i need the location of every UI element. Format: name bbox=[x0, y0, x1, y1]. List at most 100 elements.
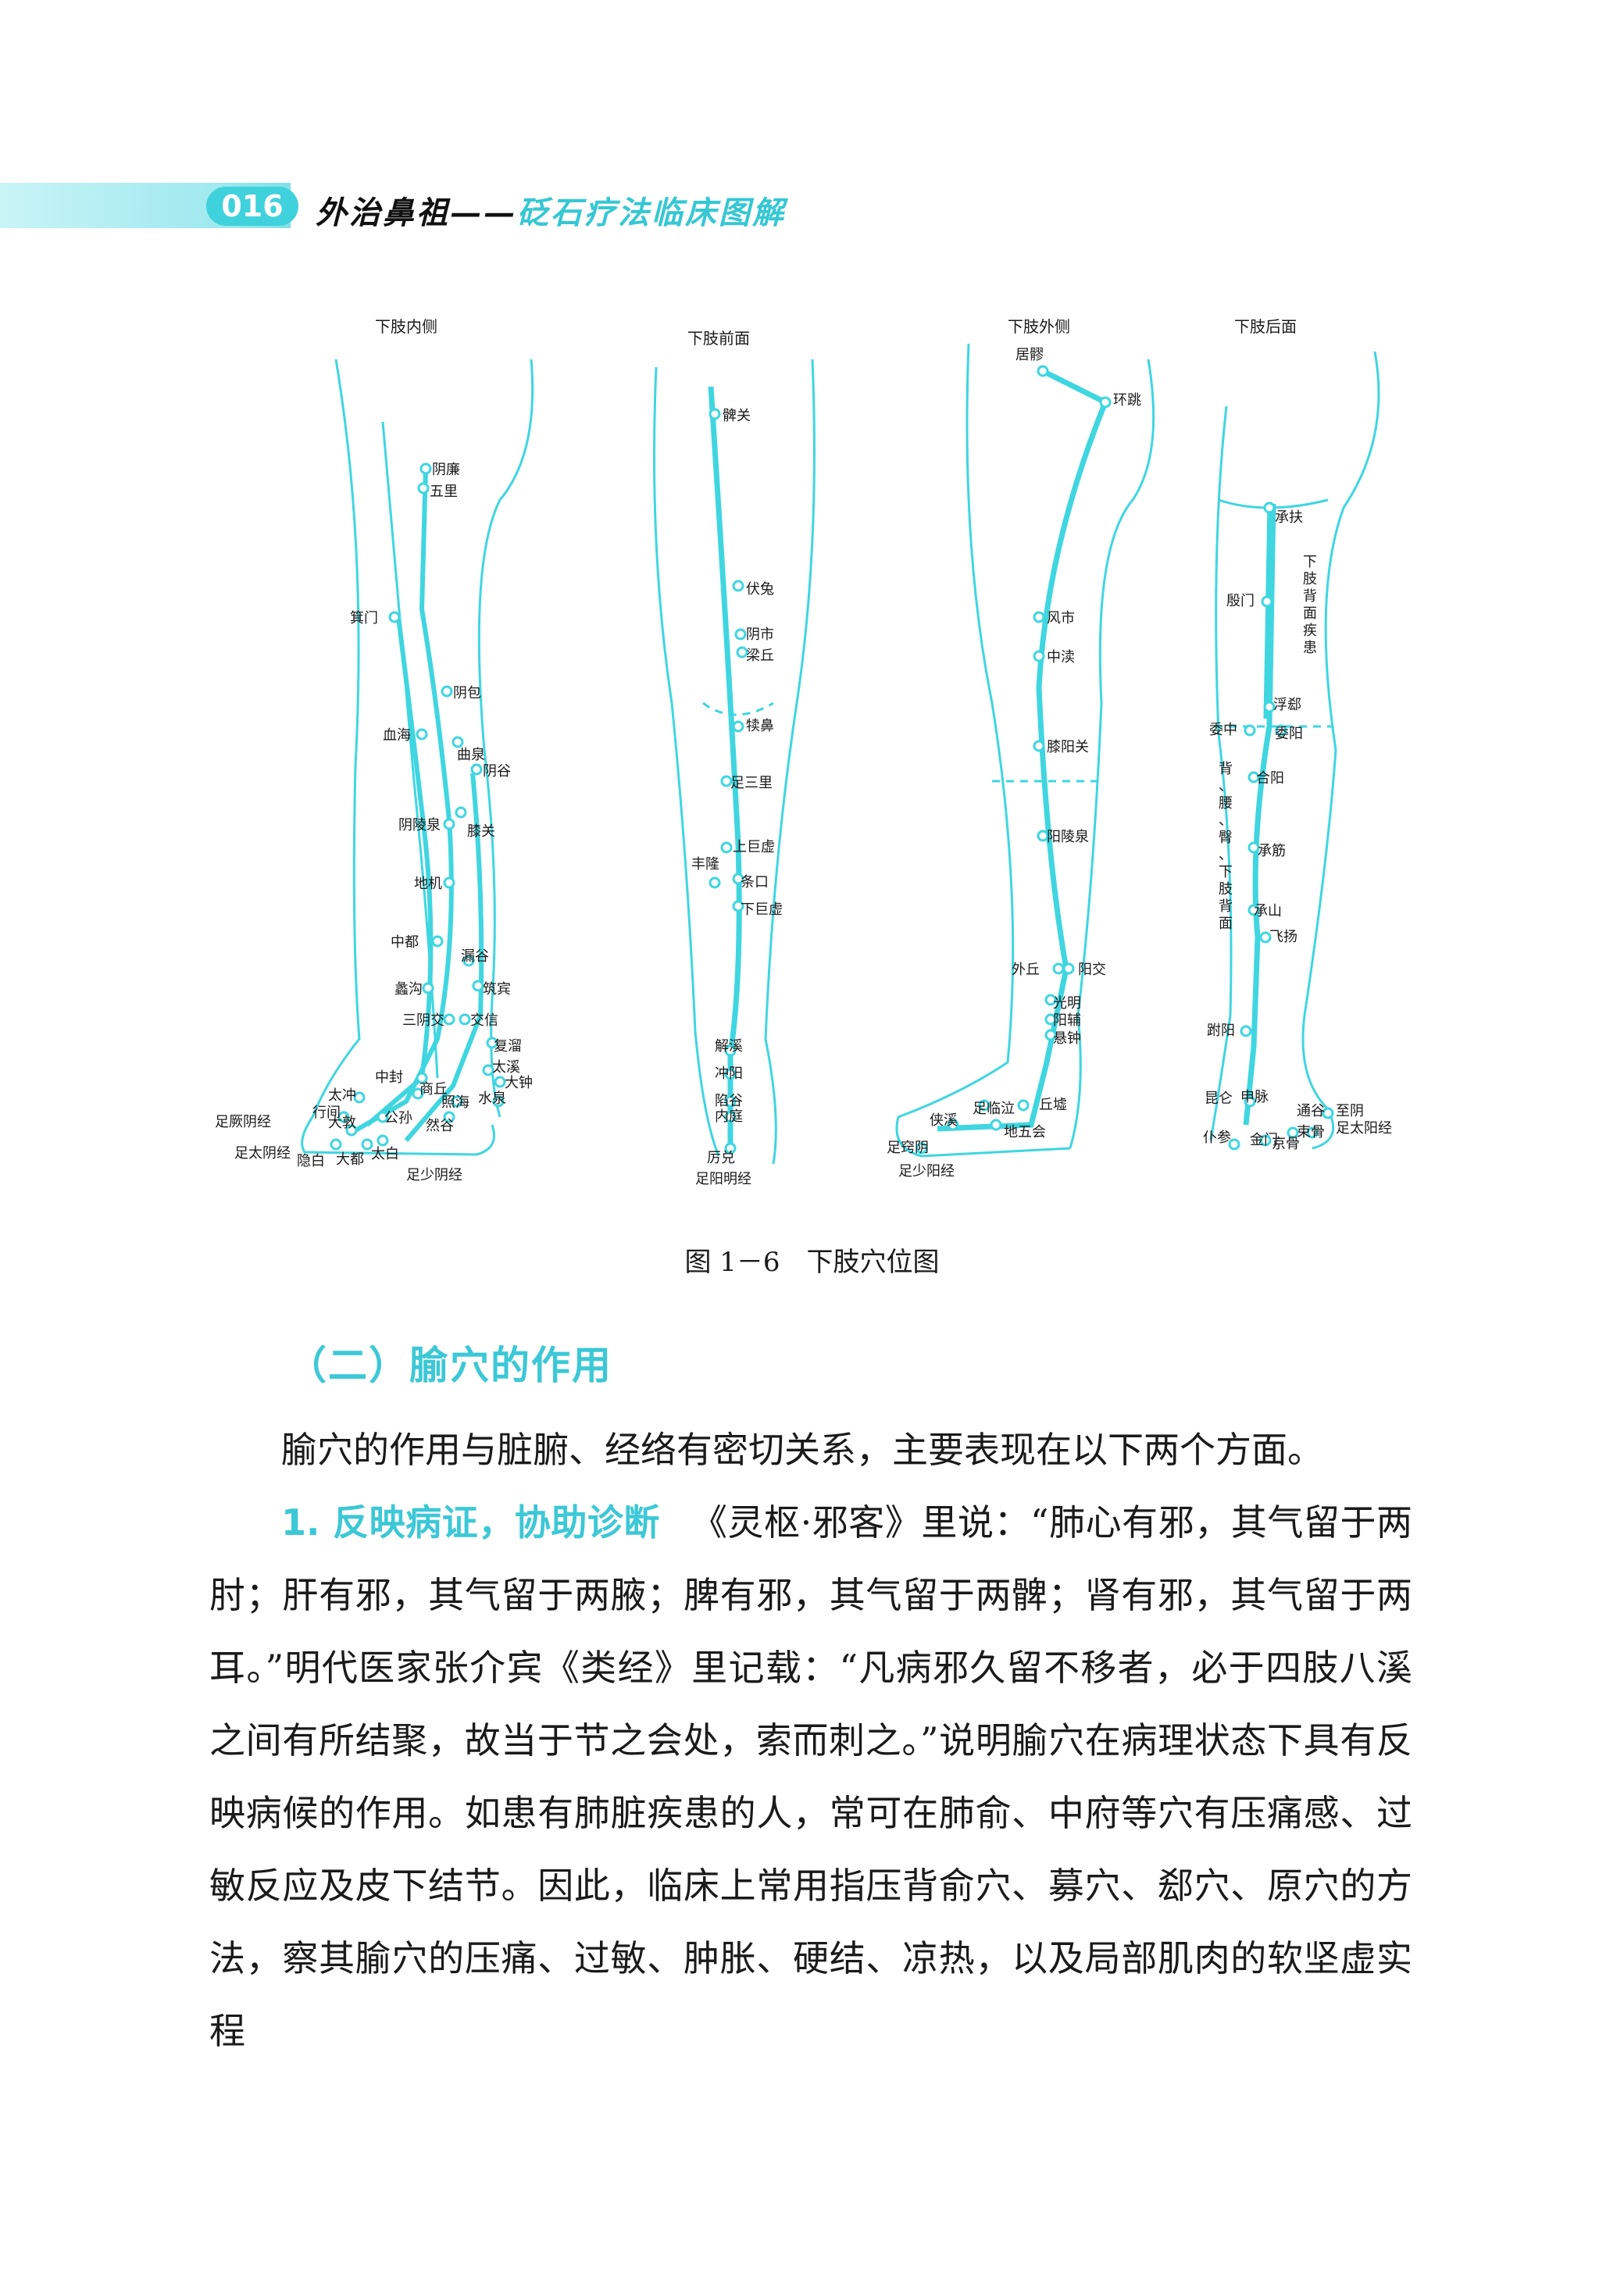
panel1-label: 行间 bbox=[312, 1105, 341, 1121]
acupoint-dot bbox=[1052, 962, 1065, 975]
panel1-label: 太溪 bbox=[492, 1059, 520, 1076]
panel3-label: 阳陵泉 bbox=[1047, 829, 1089, 845]
acupoint-dot bbox=[412, 1087, 424, 1100]
panel2-label: 足阳明经 bbox=[695, 1171, 751, 1187]
panel1-meridian-liver bbox=[350, 468, 454, 1135]
panel1-outline-front bbox=[301, 359, 495, 1156]
acupoint-dot bbox=[720, 841, 733, 854]
acupoint-dot bbox=[916, 1142, 928, 1155]
panel4-vertical-label2: 、 bbox=[1219, 847, 1233, 863]
panel4-vertical-label: 下 bbox=[1303, 554, 1317, 570]
panel4-vertical-label2: 腰 bbox=[1219, 795, 1233, 812]
panel2-knee-line bbox=[702, 701, 774, 716]
panel4-label: 合阳 bbox=[1256, 770, 1284, 787]
acupoint-dot bbox=[1033, 650, 1045, 662]
subheading-1: 1. 反映病证，协助诊断 bbox=[281, 1501, 660, 1544]
acupoint-dot bbox=[330, 1138, 342, 1151]
panel4-label: 浮郄 bbox=[1273, 697, 1301, 713]
acupoint-dot bbox=[1259, 931, 1272, 944]
acupoint-dot bbox=[1099, 396, 1112, 409]
panel3-label: 足临泣 bbox=[973, 1101, 1015, 1117]
panel1-meridian-kidney bbox=[404, 773, 484, 1142]
book-title: 外治鼻祖——砭石疗法临床图解 bbox=[316, 187, 786, 233]
panel4-vertical-label2: 、 bbox=[1219, 812, 1233, 829]
acupoint-dot bbox=[1306, 1126, 1319, 1139]
panel4-label: 申脉 bbox=[1240, 1089, 1269, 1105]
panel1-label: 交信 bbox=[470, 1012, 498, 1029]
acupoint-dot bbox=[724, 1068, 737, 1080]
panel2-label: 下巨虚 bbox=[741, 901, 783, 918]
panel1-label: 太冲 bbox=[328, 1087, 356, 1104]
panel3-label: 居髎 bbox=[1015, 347, 1044, 363]
panel4-vertical-label: 肢 bbox=[1303, 571, 1317, 587]
acupoint-dot bbox=[1261, 595, 1273, 608]
panel1-label: 商丘 bbox=[419, 1081, 448, 1098]
panel4-label: 昆仑 bbox=[1205, 1090, 1233, 1107]
acupoint-dot bbox=[708, 408, 721, 420]
panel2-label: 伏兔 bbox=[746, 581, 774, 598]
panel4-vertical-label: 患 bbox=[1303, 640, 1317, 656]
panel2-label: 上巨虚 bbox=[733, 839, 775, 855]
acupoint-diagram: 下肢内侧下肢前面下肢外侧下肢后面阴廉五里箕门阴包血海曲泉阴谷阴陵泉膝关地机中都漏… bbox=[215, 317, 1392, 1187]
panel-title: 下肢前面 bbox=[687, 329, 750, 348]
acupoint-dot bbox=[1044, 1029, 1057, 1041]
acupoint-dot bbox=[1044, 1013, 1057, 1026]
acupoint-dot bbox=[353, 1091, 366, 1104]
panel1-label: 足少阴经 bbox=[406, 1167, 462, 1183]
acupoint-dot bbox=[1247, 841, 1260, 854]
paragraph-2-text: 《灵枢·邪客》里说：“肺心有邪，其气留于两肘；肝有邪，其气留于两腋；脾有邪，其气… bbox=[209, 1501, 1412, 2052]
panel4-vertical-label: 疾 bbox=[1303, 623, 1317, 639]
panel2-label: 冲阳 bbox=[715, 1065, 743, 1082]
panel4-label: 承筋 bbox=[1258, 843, 1286, 859]
acupoint-dot bbox=[734, 628, 747, 641]
panel1-label: 大钟 bbox=[505, 1075, 533, 1091]
panel1-label: 足太阴经 bbox=[234, 1145, 291, 1162]
acupoint-dot bbox=[416, 1072, 428, 1084]
panel2-label: 足三里 bbox=[730, 775, 773, 791]
acupoint-dot bbox=[724, 1111, 737, 1123]
panel4-vertical-label: 背 bbox=[1303, 588, 1317, 605]
acupoint-dot bbox=[1037, 365, 1049, 377]
panel4-outline-right bbox=[1301, 351, 1380, 1150]
panel3-outline-left bbox=[895, 343, 1071, 1158]
acupoint-dot bbox=[947, 1119, 959, 1131]
panel2-label: 犊鼻 bbox=[746, 718, 774, 734]
panel4-vertical-label2: 臀 bbox=[1219, 830, 1233, 846]
panel4-vertical-label2: 背 bbox=[1219, 761, 1233, 777]
acupoint-dot bbox=[470, 763, 483, 776]
panel3-label: 足少阳经 bbox=[898, 1163, 955, 1180]
acupoint-dot bbox=[431, 935, 444, 948]
panel3-label: 环跳 bbox=[1113, 392, 1141, 409]
panel2-label: 阴市 bbox=[746, 626, 774, 643]
panel1-label: 阴谷 bbox=[483, 763, 511, 780]
acupoint-dot bbox=[482, 1064, 494, 1076]
panel1-label: 蠡沟 bbox=[394, 981, 423, 998]
acupoint-dot bbox=[1037, 830, 1049, 842]
panel4-vertical-label2: 面 bbox=[1219, 915, 1233, 932]
panel3-label: 外丘 bbox=[1012, 962, 1040, 978]
panel4-meridian-bladder-2 bbox=[1263, 503, 1272, 719]
panel4-vertical-label2: 下 bbox=[1219, 864, 1233, 880]
acupoint-dot bbox=[422, 982, 434, 994]
panel1-label: 复溜 bbox=[494, 1038, 522, 1055]
panel3-label: 膝阳关 bbox=[1047, 739, 1089, 755]
panel4-vertical-label2: 肢 bbox=[1219, 881, 1233, 898]
panel1-label: 阴陵泉 bbox=[398, 817, 441, 833]
acupoint-dot bbox=[1244, 724, 1256, 737]
panel3-meridian-gallbladder bbox=[937, 368, 1109, 1132]
panel2-meridian-stomach bbox=[708, 386, 742, 1148]
panel4-label: 仆参 bbox=[1203, 1130, 1231, 1146]
panel4-label: 至阴 bbox=[1336, 1103, 1364, 1119]
acupoint-dot bbox=[388, 611, 401, 623]
figure-caption: 图 1－6 下肢穴位图 bbox=[684, 1247, 940, 1278]
panel1-meridian-spleen bbox=[366, 616, 434, 1127]
acupoint-dot bbox=[452, 736, 464, 748]
panel1-label: 阴廉 bbox=[432, 462, 460, 478]
acupoint-dot bbox=[1044, 994, 1057, 1006]
panel2-label: 解溪 bbox=[715, 1038, 743, 1055]
acupoint-dot bbox=[1033, 740, 1045, 752]
acupoint-labels: 下肢内侧下肢前面下肢外侧下肢后面阴廉五里箕门阴包血海曲泉阴谷阴陵泉膝关地机中都漏… bbox=[215, 317, 1392, 1187]
panel4-outline-left bbox=[1209, 405, 1233, 1141]
acupoint-dot bbox=[724, 1095, 737, 1108]
body-text: 腧穴的作用与脏腑、经络有密切关系，主要表现在以下两个方面。 1. 反映病证，协助… bbox=[209, 1414, 1412, 2068]
